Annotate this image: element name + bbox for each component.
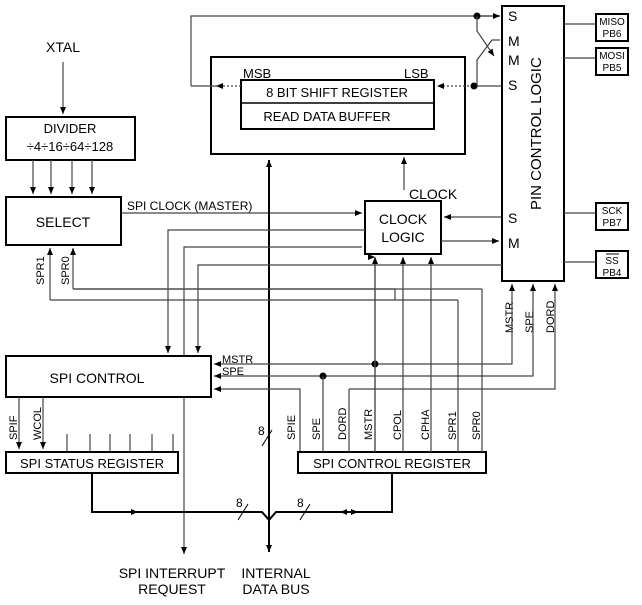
pin-input-spe: SPE: [524, 311, 536, 333]
svg-text:PB4: PB4: [603, 268, 622, 279]
svg-text:DORD: DORD: [337, 408, 349, 440]
pin-ss: SS PB4: [564, 250, 629, 279]
spi-control-title: SPI CONTROL: [50, 370, 145, 386]
interrupt-label-1: SPI INTERRUPT: [119, 565, 226, 581]
pin-control-block: [501, 5, 565, 282]
select-block: [5, 196, 122, 246]
msb-loop-wire: [190, 15, 500, 86]
lsb-label: LSB: [404, 66, 429, 81]
port-m3: M: [508, 235, 520, 251]
svg-text:MOSI: MOSI: [599, 51, 625, 62]
svg-text:8: 8: [297, 496, 304, 510]
shift-register-label: 8 BIT SHIFT REGISTER: [266, 85, 408, 100]
port-s2: S: [508, 77, 517, 93]
pin-mosi: MOSI PB5: [564, 47, 629, 76]
svg-text:CPHA: CPHA: [420, 409, 432, 440]
select-title: SELECT: [36, 214, 91, 230]
spi-control-block: [5, 355, 212, 398]
port-m1: M: [508, 33, 520, 49]
svg-text:SCK: SCK: [602, 206, 623, 217]
svg-text:SS: SS: [605, 256, 619, 267]
svg-text:PB7: PB7: [603, 218, 622, 229]
pin-control-title: PIN CONTROL LOGIC: [528, 57, 545, 210]
port-s3: S: [508, 210, 517, 226]
divider-block: [5, 116, 136, 161]
svg-text:8: 8: [258, 424, 265, 438]
svg-text:MISO: MISO: [599, 17, 625, 28]
svg-text:SPR1: SPR1: [447, 411, 459, 440]
svg-text:PB6: PB6: [603, 29, 622, 40]
svg-text:MSTR: MSTR: [363, 409, 375, 440]
pin-miso: MISO PB6: [564, 13, 629, 42]
spi-control-input-mstr: MSTR: [222, 354, 253, 366]
bus-width-marks: 8 8 8: [236, 424, 311, 521]
status-register-title: SPI STATUS REGISTER: [20, 456, 164, 471]
clock-logic-block: [364, 200, 442, 255]
shift-register-inner: [240, 79, 435, 130]
msb-label: MSB: [243, 66, 271, 81]
svg-text:SPR0: SPR0: [471, 411, 483, 440]
clock-logic-line1: CLOCK: [379, 211, 428, 227]
divider-outputs: [30, 160, 95, 194]
xtal-label: XTAL: [46, 39, 80, 55]
interrupt-label-2: REQUEST: [138, 581, 206, 597]
spi-clock-label: SPI CLOCK (MASTER): [127, 199, 252, 213]
read-buffer-label: READ DATA BUFFER: [263, 109, 390, 124]
bus-label-2: DATA BUS: [242, 581, 309, 597]
bus-label-1: INTERNAL: [241, 565, 310, 581]
status-bit-spif: SPIF: [8, 415, 20, 440]
pin-input-dord: DORD: [545, 301, 557, 333]
control-register-bits: SPIE SPE DORD MSTR CPOL CPHA SPR1 SPR0: [286, 408, 483, 440]
svg-text:CPOL: CPOL: [392, 410, 404, 440]
port-s1: S: [508, 8, 517, 24]
status-bit-wcol: WCOL: [32, 407, 44, 440]
select-input-spr1: SPR1: [35, 256, 47, 285]
divider-title: DIVIDER: [44, 121, 97, 136]
port-m2: M: [508, 52, 520, 68]
clock-logic-line2: LOGIC: [381, 229, 425, 245]
control-register-title: SPI CONTROL REGISTER: [313, 456, 471, 471]
divider-ratios: ÷4÷16÷64÷128: [27, 139, 113, 154]
svg-text:SPE: SPE: [311, 418, 323, 440]
svg-text:SPIE: SPIE: [286, 415, 298, 440]
clock-out-label: CLOCK: [409, 186, 458, 202]
spi-control-input-spe: SPE: [222, 366, 244, 378]
pin-sck: SCK PB7: [564, 202, 629, 231]
pin-input-mstr: MSTR: [504, 302, 516, 333]
select-input-spr0: SPR0: [60, 256, 72, 285]
svg-text:8: 8: [236, 496, 243, 510]
svg-text:PB5: PB5: [603, 63, 622, 74]
